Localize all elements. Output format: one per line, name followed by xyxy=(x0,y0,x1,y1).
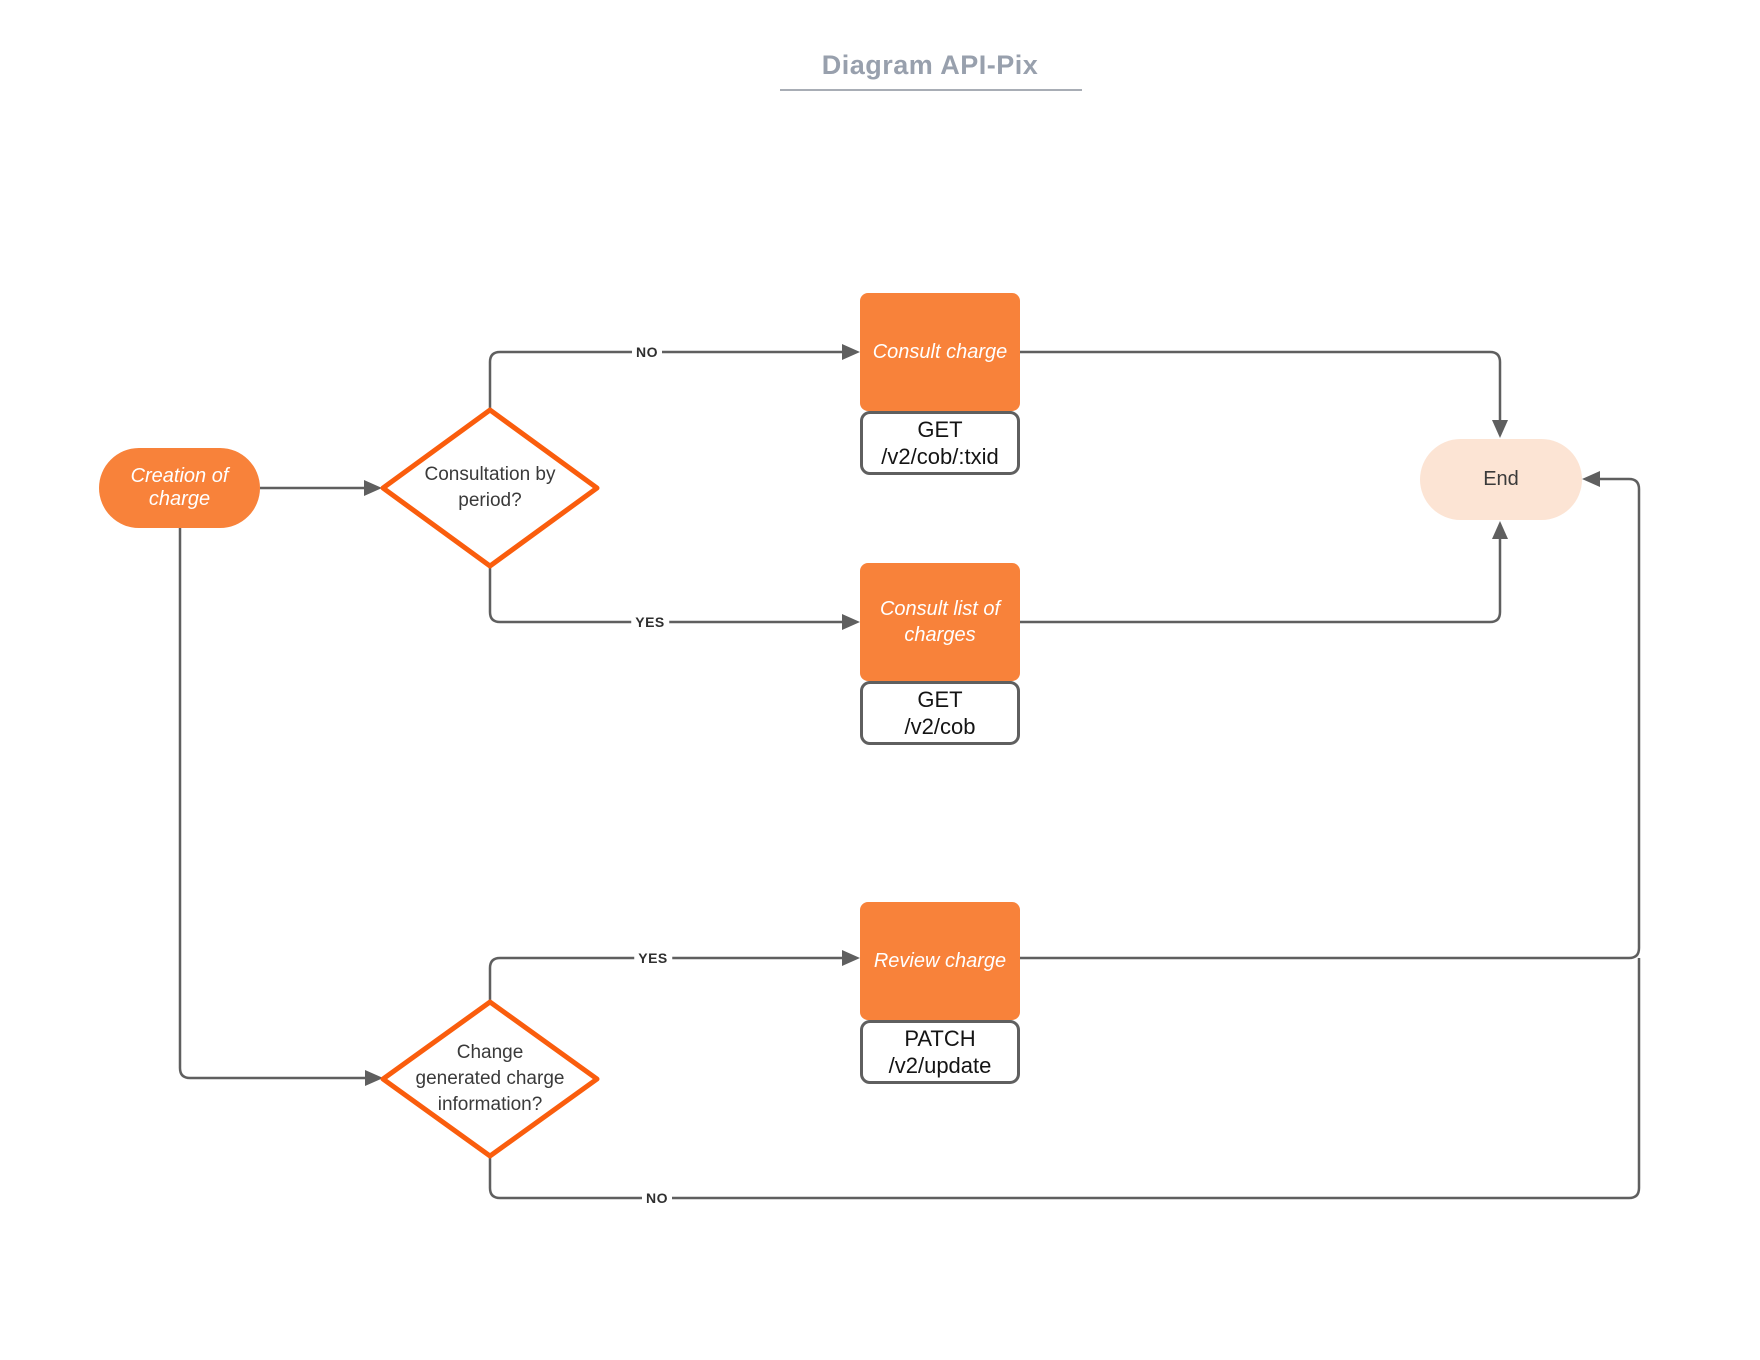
node-creation-of-charge: Creation of charge xyxy=(99,448,260,528)
edge-label-no-bottom-loop: NO xyxy=(642,1189,672,1207)
node-consult-list-of-charges: Consult list of charges xyxy=(860,563,1020,681)
title-underline xyxy=(780,89,1082,91)
decision2-diamond-shape xyxy=(380,999,600,1159)
edge-label-yes-consult-list: YES xyxy=(631,613,669,631)
arrowhead-into-consult-list xyxy=(842,614,860,630)
node-end-label: End xyxy=(1483,468,1519,490)
connector-consult-charge-to-end xyxy=(1020,350,1502,420)
node-review-charge-label: Review charge xyxy=(873,950,1007,972)
endpoint-get-cob-txid: GET /v2/cob/:txid xyxy=(860,411,1020,475)
node-creation-of-charge-label: Creation of charge xyxy=(130,465,229,510)
page-title: Diagram API-Pix xyxy=(821,50,1039,80)
connector-consult-list-to-end xyxy=(1020,539,1502,624)
endpoint-get-cob-txid-method: GET xyxy=(917,417,963,442)
node-review-charge: Review charge xyxy=(860,902,1020,1020)
endpoint-patch-update-method: PATCH xyxy=(904,1026,976,1051)
arrowhead-into-decision2 xyxy=(365,1070,383,1086)
endpoint-get-cob-path: /v2/cob xyxy=(904,714,976,739)
endpoint-patch-update: PATCH /v2/update xyxy=(860,1020,1020,1084)
edge-label-no-consult-charge: NO xyxy=(632,343,662,361)
node-consult-list-of-charges-label: Consult list of charges xyxy=(879,598,1001,646)
arrowhead-into-end-top xyxy=(1492,420,1508,438)
node-end: End xyxy=(1420,439,1582,520)
connector-decision1-no-to-consult-charge xyxy=(488,350,842,410)
arrowhead-into-end-bottom xyxy=(1492,521,1508,539)
connector-review-to-end xyxy=(1020,477,1641,960)
node-consult-charge: Consult charge xyxy=(860,293,1020,411)
node-consult-charge-label: Consult charge xyxy=(872,341,1008,363)
endpoint-patch-update-path: /v2/update xyxy=(888,1053,992,1078)
arrowhead-into-review xyxy=(842,950,860,966)
arrowhead-into-consult-charge xyxy=(842,344,860,360)
edge-label-yes-review-charge: YES xyxy=(634,949,672,967)
decision1-diamond-shape xyxy=(380,407,600,569)
connector-decision1-yes-to-consult-list xyxy=(488,566,842,624)
connector-decision2-yes-to-review xyxy=(488,956,842,1002)
endpoint-get-cob: GET /v2/cob xyxy=(860,681,1020,745)
decision1-label: Consultation by period? xyxy=(424,464,556,511)
connector-decision2-no-loop xyxy=(488,958,1641,1200)
arrowhead-into-end-right xyxy=(1582,471,1600,487)
arrowhead-into-decision1 xyxy=(364,480,382,496)
connector-creation-to-decision2 xyxy=(178,528,365,1080)
endpoint-get-cob-method: GET xyxy=(917,687,963,712)
endpoint-get-cob-txid-path: /v2/cob/:txid xyxy=(881,444,999,469)
decision2-label: Change generated charge information? xyxy=(415,1042,565,1115)
